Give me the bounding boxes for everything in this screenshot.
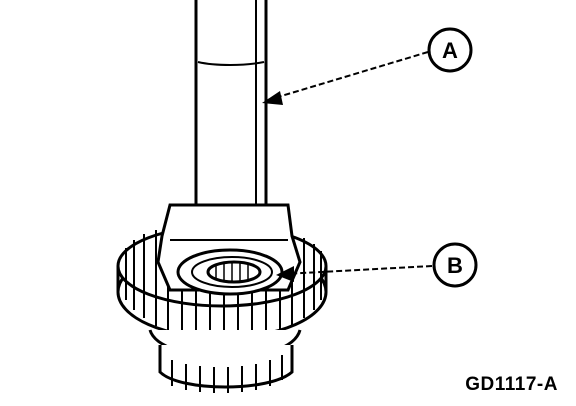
figure-id-label: GD1117-A (465, 374, 558, 395)
callout-a: A (262, 27, 473, 105)
callout-b-label: B (447, 253, 463, 278)
callout-a-label: A (442, 38, 458, 63)
callout-b: B (276, 242, 478, 288)
gear-drum-assembly (116, 203, 328, 393)
installer-tool-shaft (194, 0, 268, 234)
seal-ring (176, 248, 284, 296)
